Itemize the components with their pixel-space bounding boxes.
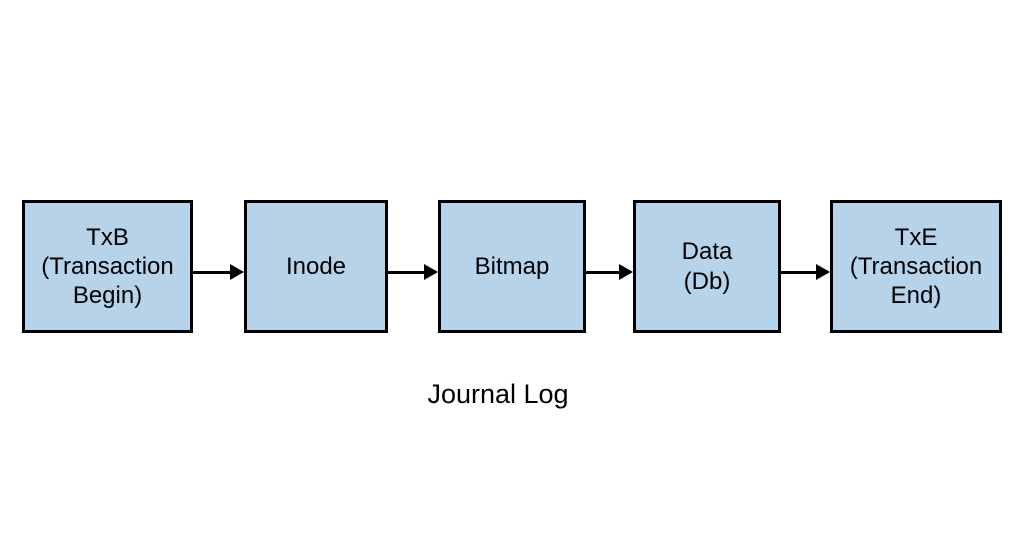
arrow-bitmap-to-data — [586, 264, 633, 280]
arrow-inode-to-bitmap — [388, 264, 438, 280]
node-data-db: Data (Db) — [633, 200, 781, 333]
node-txe-transaction-end: TxE (Transaction End) — [830, 200, 1002, 333]
diagram-caption: Journal Log — [427, 379, 569, 409]
node-txb-transaction-begin: TxB (Transaction Begin) — [22, 200, 193, 333]
arrow-txb-to-inode — [193, 264, 244, 280]
node-bitmap: Bitmap — [438, 200, 586, 333]
node-inode: Inode — [244, 200, 388, 333]
arrow-data-to-txe — [781, 264, 830, 280]
